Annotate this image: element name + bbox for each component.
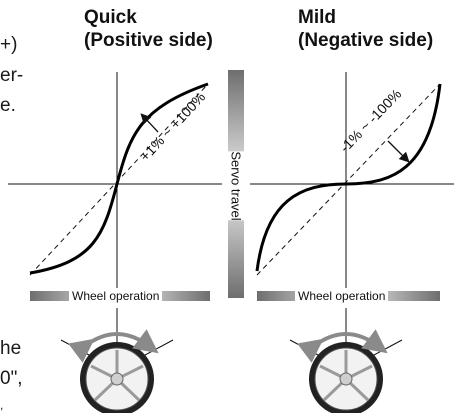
text-fragment-5: 0", [0, 368, 23, 389]
mild-range-label: -1% ~ -100% [336, 86, 404, 156]
wheel-icon-right [289, 308, 403, 413]
text-fragment-3: e. [0, 95, 16, 116]
mild-direction-arrow [387, 140, 410, 163]
mild-title-line2: (Negative side) [298, 30, 434, 51]
mild-graph [250, 72, 454, 288]
quick-graph [8, 72, 222, 288]
text-fragment-4: he [0, 338, 22, 359]
mild-linear-reference [256, 83, 441, 276]
wheel-icon-left [60, 308, 174, 413]
quick-curve [29, 82, 209, 275]
mild-curve [255, 83, 442, 272]
text-fragment-6: , [0, 398, 4, 412]
mild-title-line1: Mild [298, 7, 336, 28]
quick-direction-arrow [140, 113, 159, 133]
quick-title: Quick (Positive side) [84, 6, 213, 52]
wheel-operation-label-left: Wheel operation [69, 289, 163, 303]
quick-title-line1: Quick [84, 7, 137, 28]
quick-title-line2: (Positive side) [84, 30, 213, 51]
wheel-operation-label-right: Wheel operation [295, 289, 389, 303]
mild-title: Mild (Negative side) [298, 6, 433, 52]
text-fragment-1: +) [0, 34, 18, 55]
wheel-rotation-arrow-left [68, 329, 159, 363]
servo-travel-label: Servo travel [226, 151, 246, 221]
wheel-rotation-arrow-right [297, 329, 388, 363]
text-fragment-2: er- [0, 65, 24, 86]
